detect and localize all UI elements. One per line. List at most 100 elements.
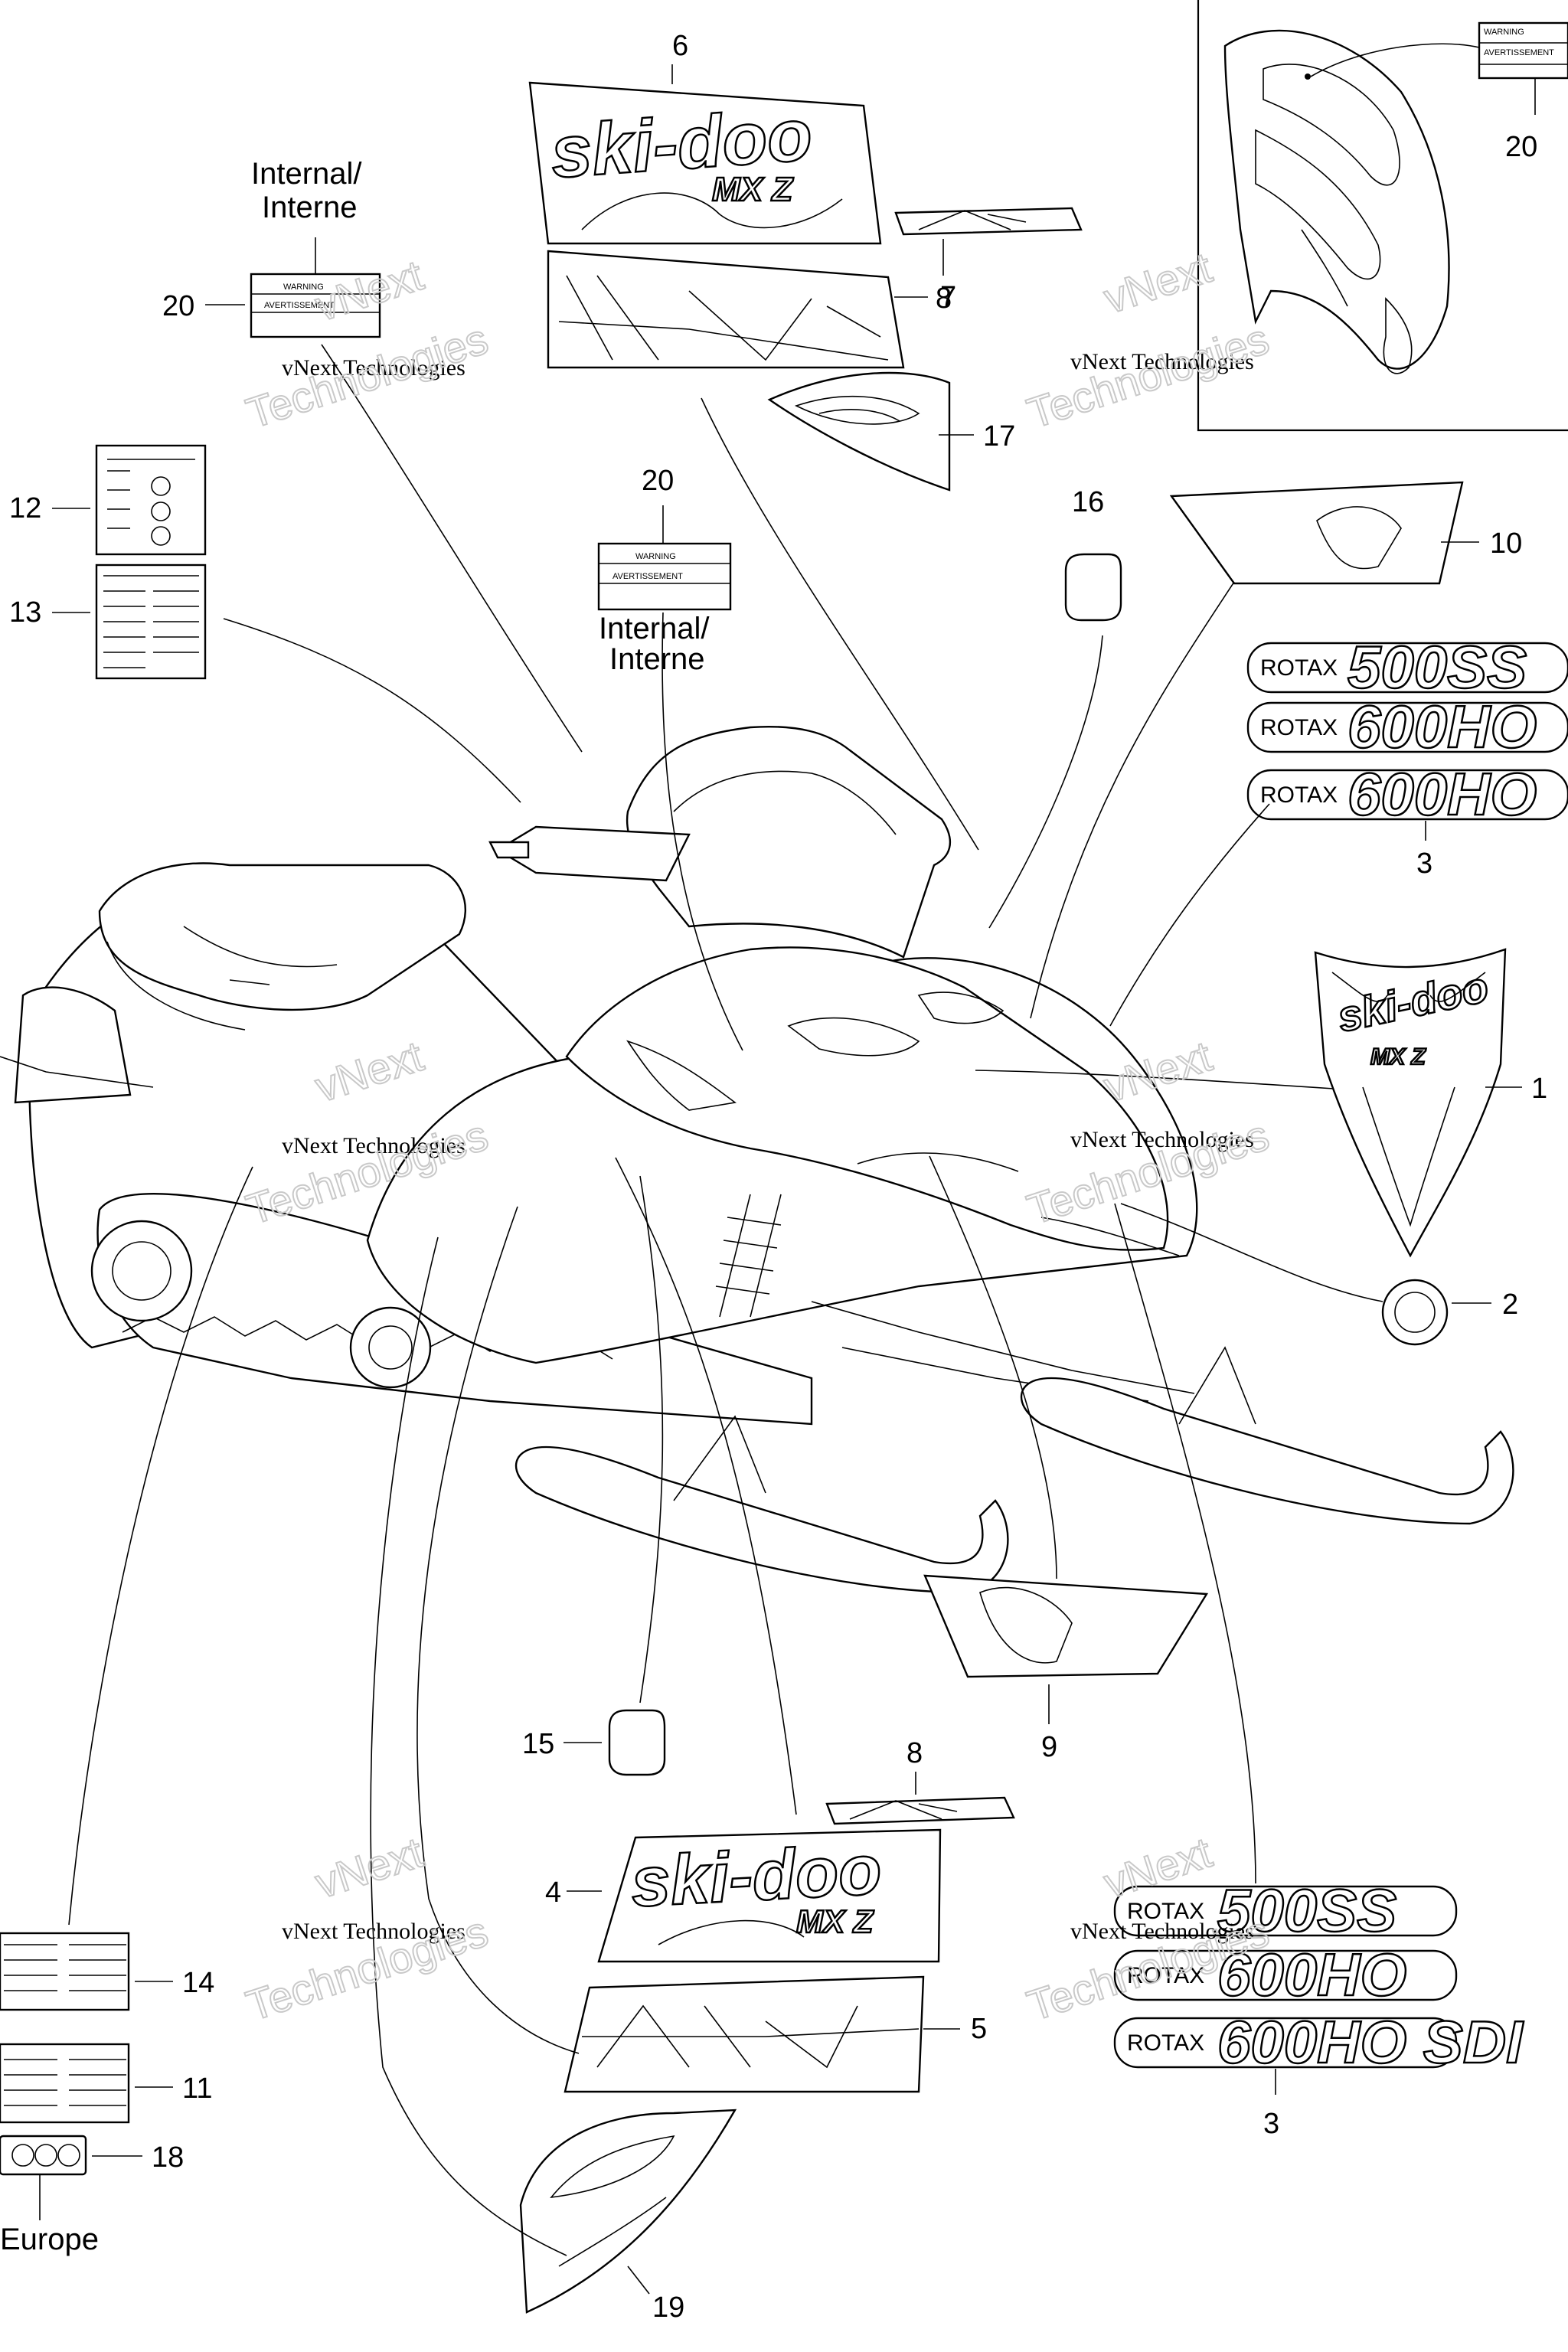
decal-1 [1314, 948, 1507, 1258]
decal-3-top-rotax-2: ROTAX [1260, 715, 1338, 740]
decal-3-bottom-engine-1: 500SS [1217, 1877, 1396, 1944]
decal-18 [767, 371, 951, 492]
callouts: 6 8 7 17 20 20 20 12 13 16 10 3 1 2 9 15… [9, 30, 1547, 2324]
decal-3-bottom-600sdi [1113, 2017, 1458, 2069]
inset-warning-text: WARNING [1484, 28, 1524, 37]
decal-6 [528, 81, 882, 245]
callout-12: 12 [9, 492, 41, 524]
callout-18: 17 [983, 420, 1015, 452]
decal-16 [1064, 553, 1122, 622]
decal-20-mid-avert: AVERTISSEMENT [612, 572, 683, 581]
top-decals: ski-doo MX Z [528, 81, 1083, 492]
decal-9 [923, 1574, 1209, 1678]
callout-14: 14 [182, 1967, 214, 1999]
decal-3-top-rotax-3: ROTAX [1260, 782, 1338, 808]
watermark-4: vNext Technologies [1070, 1127, 1254, 1152]
callout-1: 1 [1531, 1073, 1547, 1105]
watermark-big-9: vNext [309, 1828, 429, 1907]
decal-10 [1169, 481, 1464, 585]
callout-8-top: 8 [936, 283, 952, 315]
snowmobile [0, 725, 1514, 1594]
watermark-2: vNext Technologies [1070, 349, 1254, 374]
internal-mid-line2: Interne [609, 642, 705, 676]
inset-warning-label [1478, 21, 1568, 80]
decal-8-top [894, 207, 1083, 236]
decal-4-brand: ski-doo [629, 1831, 884, 1922]
inset-windshield-part [1223, 29, 1450, 370]
decal-6-brand: ski-doo [548, 93, 815, 194]
decal-20-mid-warning: WARNING [635, 552, 676, 561]
inset-avert-text: AVERTISSEMENT [1484, 48, 1554, 57]
watermark-6: vNext Technologies [1070, 1919, 1254, 1944]
leader-lines [68, 344, 1383, 2256]
decal-3-top-600 [1246, 701, 1568, 753]
callout-7: 7 [940, 281, 956, 313]
callout-5: 5 [971, 2013, 987, 2045]
europe-label: Europe [0, 2223, 99, 2256]
internal-top-line1: Internal/ [251, 157, 362, 191]
callout-9: 9 [1041, 1731, 1057, 1763]
decal-3-bottom-engine-3: 600HO SDI [1217, 2008, 1524, 2076]
callout-16: 16 [1072, 486, 1104, 518]
rear-wheel [90, 1220, 193, 1322]
hood [565, 946, 1169, 1251]
inset-box: WARNING AVERTISSEMENT [1197, 0, 1568, 432]
callout-17: 19 [652, 2292, 684, 2324]
callout-10: 10 [1490, 528, 1522, 560]
callout-20-mid: 20 [642, 465, 674, 497]
internal-mid-line1: Internal/ [599, 612, 710, 645]
decal-4 [597, 1828, 942, 1963]
callout-20-inset: 20 [1505, 131, 1537, 163]
callout-11: 11 [182, 2073, 212, 2105]
decal-1-sub: MX Z [1370, 1044, 1426, 1070]
internal-top-line2: Interne [262, 191, 358, 224]
decal-4-sub: MX Z [796, 1903, 874, 1939]
decal-2 [1381, 1279, 1449, 1346]
decal-11 [0, 2043, 130, 2124]
watermark-big-3: vNext [1098, 243, 1217, 322]
decal-20-left-warning: WARNING [283, 283, 324, 292]
decal-17 [519, 2109, 737, 2314]
decal-20-left-avert: AVERTISSEMENT [264, 301, 335, 310]
watermark-1: vNext Technologies [282, 355, 466, 381]
decal-3-bottom-rotax-3: ROTAX [1127, 2030, 1204, 2056]
decal-7 [547, 250, 905, 369]
watermark-5: vNext Technologies [282, 1919, 466, 1944]
decal-20-mid [597, 542, 732, 611]
warning-labels-left: WARNING AVERTISSEMENT WARNING AVERT [0, 237, 732, 2220]
callout-4: 4 [545, 1877, 561, 1909]
decal-12 [95, 444, 207, 556]
decal-15 [608, 1709, 666, 1776]
windshield [626, 725, 951, 959]
decal-20-left [250, 273, 381, 338]
callout-2: 2 [1502, 1289, 1518, 1321]
seat [98, 862, 467, 1011]
decal-3-bottom-rotax-1: ROTAX [1127, 1899, 1204, 1924]
right-decals: ROTAX 500SS ROTAX 600HO ROTAX 600HO ski-… [519, 481, 1568, 2314]
decal-3-top-engine-3: 600HO [1348, 760, 1537, 828]
decal-5 [564, 1975, 925, 2093]
callout-3-bottom: 3 [1263, 2108, 1279, 2140]
decal-3-top-600sdi [1246, 769, 1568, 821]
ski-right [1020, 1377, 1514, 1525]
decal-3-bottom-rotax-2: ROTAX [1127, 1963, 1204, 1988]
callout-6: 6 [672, 30, 688, 62]
decal-6-sub: MX Z [712, 171, 794, 208]
decal-3-bottom-600 [1113, 1949, 1458, 2001]
callout-13: 13 [9, 596, 41, 629]
decal-3-top-500 [1246, 642, 1568, 694]
callout-20-left: 20 [162, 290, 194, 322]
ski-left [514, 1446, 1009, 1594]
callout-15: 15 [522, 1728, 554, 1760]
callout-19: 18 [152, 2141, 184, 2174]
decal-3-top-engine-2: 600HO [1348, 693, 1537, 760]
decal-3-top-rotax-1: ROTAX [1260, 655, 1338, 681]
watermark-big-4: Technologies [1021, 314, 1274, 437]
decal-14 [0, 1932, 130, 2011]
decal-3-bottom-500 [1113, 1885, 1458, 1937]
callout-8-bottom: 8 [906, 1737, 923, 1769]
text-labels: Internal/ Interne Internal/ Interne Euro… [0, 157, 710, 2256]
watermark-3: vNext Technologies [282, 1133, 466, 1158]
callout-3-top: 3 [1416, 848, 1432, 880]
